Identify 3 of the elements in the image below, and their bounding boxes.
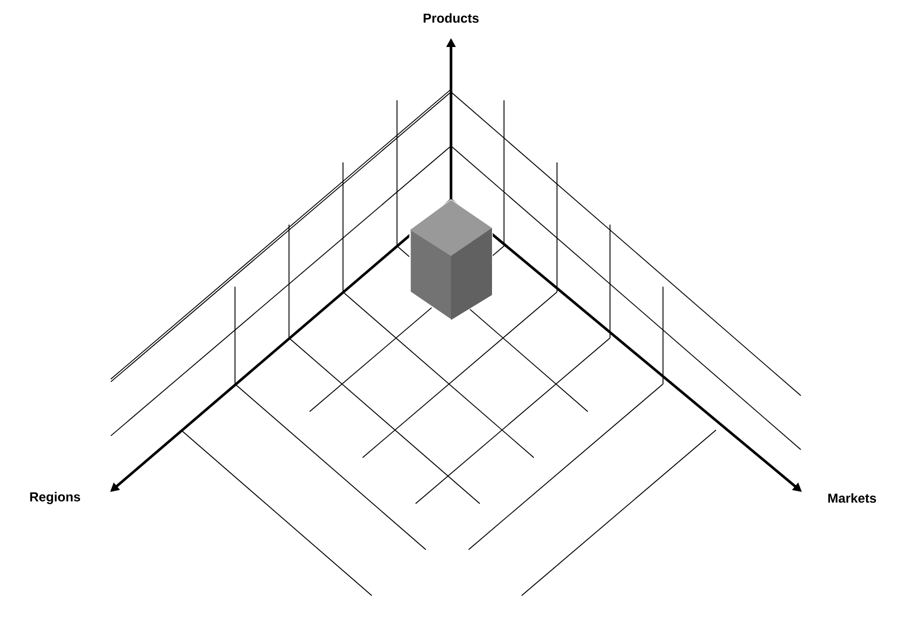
- axis-label: Regions: [30, 492, 80, 504]
- axis-label: Markets: [828, 493, 876, 503]
- axis-label: Products: [424, 13, 479, 23]
